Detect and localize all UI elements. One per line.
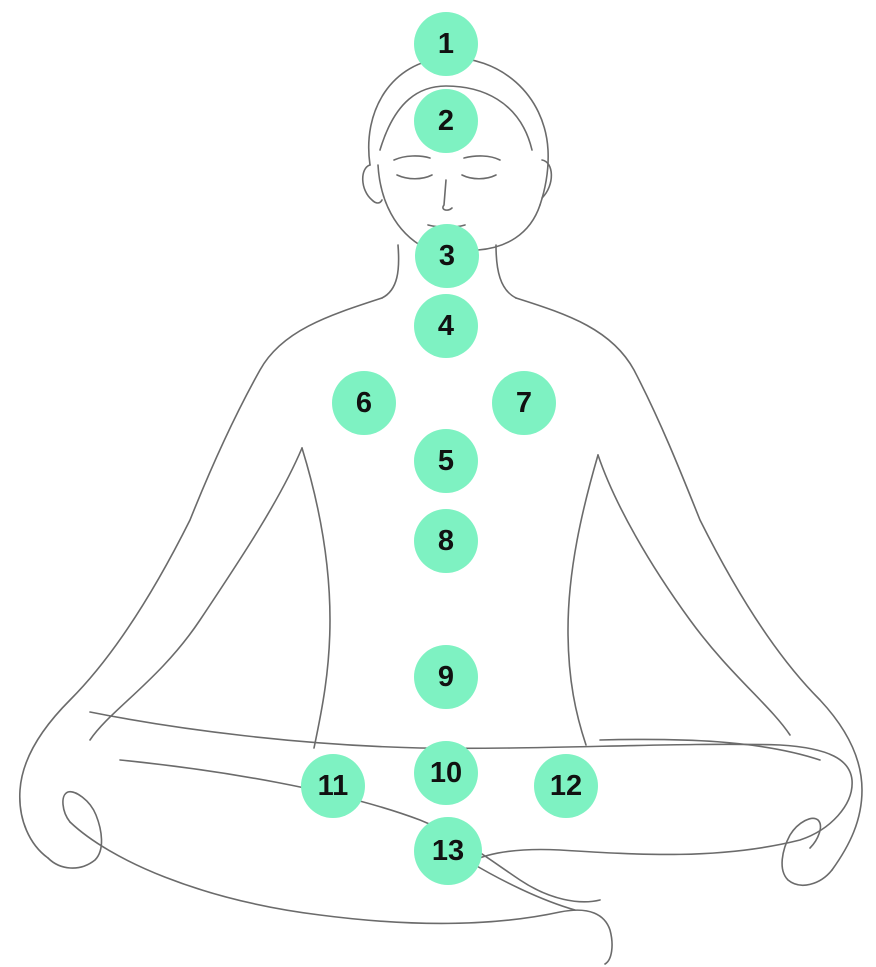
foot	[470, 862, 575, 910]
point-13-label: 13	[432, 837, 464, 866]
point-13: 13	[414, 817, 482, 885]
knee-right	[600, 739, 820, 760]
right-inner-arm	[598, 455, 790, 735]
point-10: 10	[414, 741, 478, 805]
left-hand	[48, 792, 102, 868]
neck-left	[382, 245, 399, 298]
point-1: 1	[414, 12, 478, 76]
torso-right	[568, 455, 598, 745]
nose	[443, 180, 452, 210]
left-inner-arm	[90, 448, 302, 740]
point-2-label: 2	[438, 107, 454, 136]
point-4-label: 4	[438, 312, 454, 341]
point-7: 7	[492, 371, 556, 435]
point-5: 5	[414, 429, 478, 493]
point-6-label: 6	[356, 389, 372, 418]
point-9-label: 9	[438, 663, 454, 692]
point-4: 4	[414, 294, 478, 358]
point-12: 12	[534, 754, 598, 818]
point-11: 11	[301, 754, 365, 818]
brow-right	[464, 156, 500, 160]
point-3-label: 3	[439, 242, 455, 271]
point-9: 9	[414, 645, 478, 709]
point-3: 3	[415, 224, 479, 288]
eye-left	[397, 175, 432, 179]
neck-right	[496, 245, 516, 298]
point-8: 8	[414, 509, 478, 573]
point-2: 2	[414, 89, 478, 153]
brow-left	[394, 156, 430, 160]
point-8-label: 8	[438, 527, 454, 556]
point-12-label: 12	[550, 772, 582, 801]
point-11-label: 11	[318, 772, 349, 801]
point-5-label: 5	[438, 447, 454, 476]
face-right	[478, 205, 540, 250]
point-7-label: 7	[516, 389, 532, 418]
point-10-label: 10	[430, 759, 462, 788]
eye-right	[462, 175, 496, 179]
point-6: 6	[332, 371, 396, 435]
torso-left	[302, 448, 330, 748]
point-1-label: 1	[438, 30, 454, 59]
